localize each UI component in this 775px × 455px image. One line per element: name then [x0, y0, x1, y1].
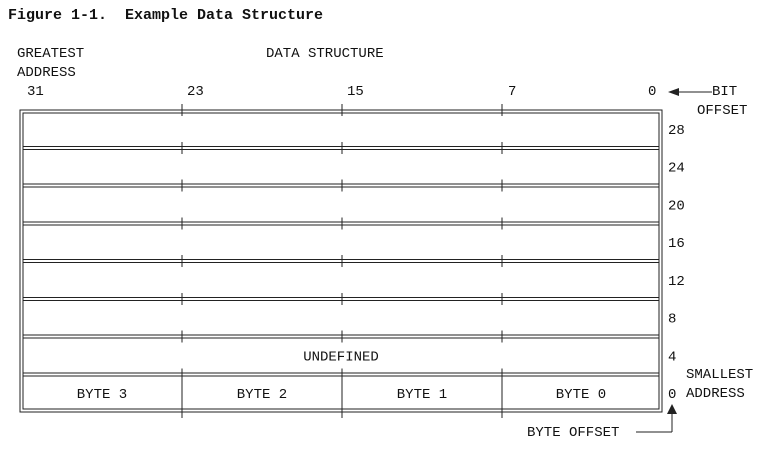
row-offset-label: 8 — [668, 312, 676, 328]
byte-cell-label: BYTE 2 — [237, 387, 287, 403]
row-offset-label: 16 — [668, 236, 685, 252]
row-offset-label: 28 — [668, 123, 685, 139]
byte-cell-label: BYTE 3 — [77, 387, 127, 403]
bit-offset-label-line1: BIT — [712, 84, 738, 100]
row-offset-label: 0 — [668, 387, 676, 403]
greatest-address-label-line2: ADDRESS — [17, 65, 76, 81]
bit-offset-arrowhead — [668, 88, 679, 96]
byte-cell-label: BYTE 0 — [556, 387, 606, 403]
diagram-heading: DATA STRUCTURE — [266, 46, 384, 62]
byte-cell-label: BYTE 1 — [397, 387, 447, 403]
frame-inner — [22, 112, 660, 410]
smallest-address-label-line1: SMALLEST — [686, 367, 754, 383]
frame-outer — [19, 109, 663, 413]
bit-offset-label-line2: OFFSET — [697, 103, 748, 119]
bit-tick-23: 23 — [187, 84, 204, 100]
bit-tick-15: 15 — [347, 84, 364, 100]
row-offset-label: 20 — [668, 198, 685, 214]
bit-tick-31: 31 — [27, 84, 44, 100]
greatest-address-label-line1: GREATEST — [17, 46, 85, 62]
smallest-address-label-line2: ADDRESS — [686, 386, 745, 402]
byte-offset-label: BYTE OFFSET — [527, 425, 620, 441]
bit-tick-7: 7 — [508, 84, 517, 100]
row-offset-label: 4 — [668, 349, 676, 365]
row-cell-text: UNDEFINED — [303, 349, 379, 365]
row-offset-label: 12 — [668, 274, 685, 290]
figure-title: Figure 1-1. Example Data Structure — [8, 7, 324, 24]
byte-offset-arrowhead — [667, 404, 677, 414]
row-offset-label: 24 — [668, 161, 685, 177]
bit-tick-0: 0 — [648, 84, 657, 100]
